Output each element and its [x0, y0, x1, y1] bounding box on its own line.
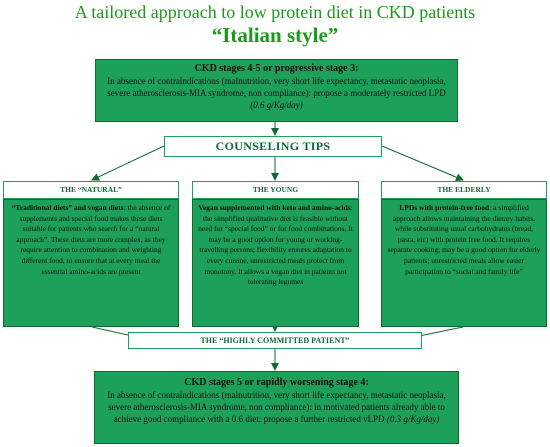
ckd-stage-4-5-box: CKD stages 4-5 or progressive stage 3: I… — [95, 59, 458, 122]
young-label: THE YOUNG — [192, 181, 359, 199]
diagram-subtitle: “Italian style” — [211, 23, 339, 47]
elderly-text: : a simplified approach allows maintaini… — [387, 203, 541, 276]
diagram-title: A tailored approach to low protein diet … — [74, 2, 476, 22]
young-lead: Vegan supplemented with keto and amino-a… — [198, 203, 351, 212]
arrow-counseling-to-elderly — [381, 145, 464, 181]
top-box-heading: CKD stages 4-5 or progressive stage 3: — [194, 63, 359, 74]
elderly-lead: LPDs with protein-free food — [399, 203, 490, 212]
arrow-counseling-to-natural — [91, 145, 165, 181]
highly-committed-patient-box: THE “HIGHLY COMMITTED PATIENT” — [128, 332, 422, 349]
natural-description: “Traditional diets” and vegan diets: the… — [3, 199, 179, 327]
natural-lead: “Traditional diets” and vegan diets — [11, 203, 124, 212]
bottom-box-dose: (0.3 g/Kg/day) — [386, 414, 440, 424]
young-description: Vegan supplemented with keto and amino-a… — [192, 199, 359, 327]
top-box-dose: (0.6 g/Kg/day) — [250, 100, 303, 110]
top-box-text: In absence of contraindications (malnutr… — [107, 76, 446, 98]
ckd-stage-5-box: CKD stages 5 or rapidly worsening stage … — [94, 371, 459, 444]
counseling-tips-box: COUNSELING TIPS — [164, 136, 382, 157]
elderly-label: THE ELDERLY — [381, 181, 547, 199]
natural-label: THE “NATURAL” — [3, 181, 179, 199]
natural-text: : the absence of supplements and special… — [16, 203, 171, 276]
young-text: : the simplified qualitative diet is fea… — [198, 203, 353, 287]
bottom-box-text: In absence of contraindications (malnutr… — [107, 390, 446, 424]
bottom-box-heading: CKD stages 5 or rapidly worsening stage … — [184, 377, 369, 388]
elderly-description: LPDs with protein-free food: a simplifie… — [381, 199, 547, 327]
